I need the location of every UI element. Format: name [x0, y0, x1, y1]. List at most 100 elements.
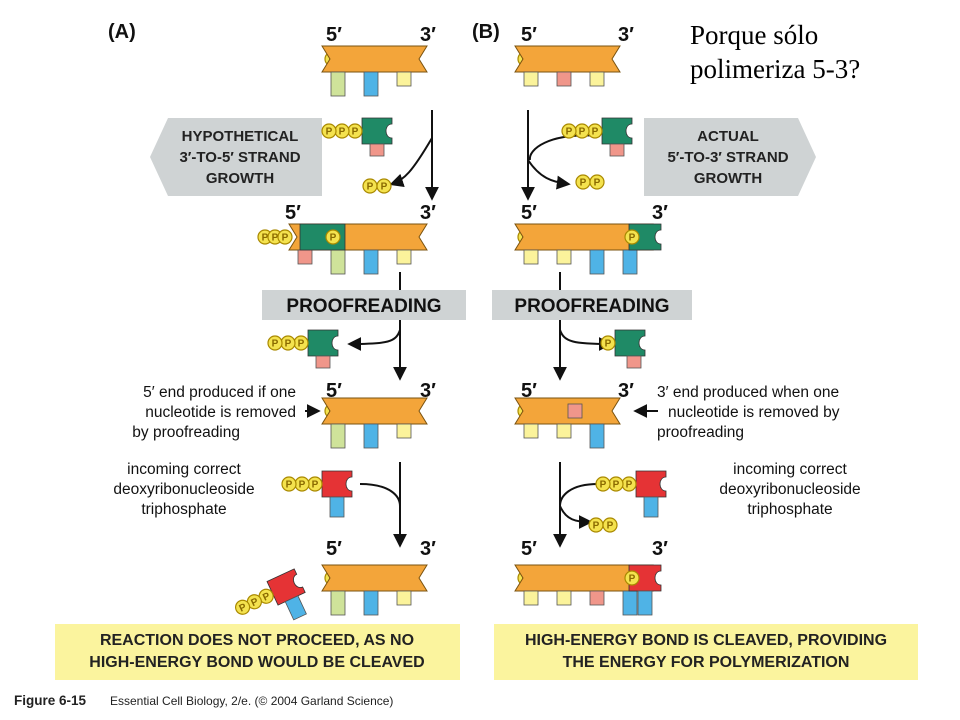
- strand-base: [589, 590, 605, 606]
- strand-base: [330, 71, 346, 97]
- slide-title: Porque sólo polimeriza 5-3?: [690, 18, 940, 86]
- end3-label: 3′: [618, 380, 634, 402]
- phosphate-icon: P: [589, 174, 605, 190]
- banner-b: ACTUAL 5′-TO-3′ STRAND GROWTH: [644, 118, 816, 196]
- phosphate-label: P: [626, 480, 633, 491]
- end-labels: 5′ 3′ 5′ 3′ 5′ 3′ 5′ 3′ 5′ 3′ 5′ 3′ 5′ 3…: [285, 24, 668, 560]
- end5-label: 5′: [521, 380, 537, 402]
- phosphate-circle: [235, 599, 251, 615]
- end3-label: 3′: [420, 24, 436, 46]
- phosphate-icon: P: [307, 476, 323, 492]
- phosphate-icon: P: [321, 123, 337, 139]
- phosphate-label: P: [607, 521, 614, 532]
- phosphate-icon: P: [376, 178, 392, 194]
- end5-label: 5′: [326, 538, 342, 560]
- result-box-b: HIGH-ENERGY BOND IS CLEAVED, PROVIDING T…: [494, 624, 918, 680]
- phosphate-icon: P: [277, 229, 293, 245]
- strand-base: [330, 249, 346, 275]
- result-box-a: REACTION DOES NOT PROCEED, AS NO HIGH-EN…: [55, 624, 460, 680]
- slide-title-line2: polimeriza 5-3?: [690, 54, 861, 84]
- end3-label: 3′: [652, 202, 668, 224]
- proofreading-label-a: PROOFREADING: [286, 296, 441, 317]
- strand-base: [556, 423, 572, 439]
- end5-label: 5′: [521, 202, 537, 224]
- nucleotide-sugar: [601, 117, 633, 145]
- nucleotide-sugar: [614, 329, 646, 357]
- molecules-layer: PPPPPPPPPPPPPPPPPPPPPPPPPPPPPPPPPPPPPPPP…: [235, 45, 667, 621]
- strand-base: [330, 423, 346, 449]
- phosphate-label: P: [299, 480, 306, 491]
- strand-base: [589, 423, 605, 449]
- banner-a-line1: HYPOTHETICAL: [182, 128, 299, 145]
- strand-base: [396, 249, 412, 265]
- phosphate-label: P: [352, 127, 359, 138]
- phosphate-label: P: [367, 182, 374, 193]
- incoming-nucleotide-b1: PPP: [561, 117, 633, 157]
- phosphate-circle: [602, 517, 618, 533]
- phosphate-label: P: [613, 480, 620, 491]
- nucleotide-base: [369, 143, 385, 157]
- strand-base: [523, 71, 539, 87]
- strand-base: [622, 249, 638, 275]
- nucleotide-base: [329, 496, 345, 518]
- empty-site-b3: [567, 403, 583, 419]
- incoming-nucleotide-a1: PPP: [321, 117, 393, 157]
- banner-a-line2: 3′-TO-5′ STRAND: [179, 149, 300, 166]
- strand-base: [622, 590, 638, 616]
- phosphate-icon: P: [362, 178, 378, 194]
- figure-caption: Essential Cell Biology, 2/e. (© 2004 Gar…: [110, 694, 393, 708]
- proofreading-label-b: PROOFREADING: [514, 296, 669, 317]
- result-a-line1: REACTION DOES NOT PROCEED, AS NO: [100, 632, 414, 649]
- phosphate-icon: P: [235, 599, 251, 615]
- strand-base: [589, 249, 605, 275]
- strand-base: [363, 249, 379, 275]
- strand-backbone: [321, 397, 428, 425]
- removed-nucleotide-a: PPP: [267, 329, 339, 369]
- phosphate-label: P: [592, 127, 599, 138]
- phosphate-icon: P: [588, 517, 604, 533]
- phosphate-icon: P: [575, 174, 591, 190]
- incoming-nucleotide-a2: PPP: [281, 470, 353, 518]
- phosphate-icon: P: [280, 335, 296, 351]
- strand-base: [396, 71, 412, 87]
- banner-b-line3: GROWTH: [694, 170, 762, 187]
- strand-backbone: [321, 45, 428, 73]
- phosphate-icon: P: [595, 476, 611, 492]
- phosphate-circle: [267, 335, 283, 351]
- phosphate-icon: P: [602, 517, 618, 533]
- strand-base: [589, 71, 605, 87]
- phosphate-icon: P: [587, 123, 603, 139]
- note-a-incoming-line1: incoming correct: [127, 461, 241, 478]
- nucleotide-sugar: [361, 117, 393, 145]
- note-a-removed-line3: by proofreading: [132, 424, 240, 441]
- phosphate-circle: [281, 476, 297, 492]
- phosphate-label: P: [326, 127, 333, 138]
- strand-backbone: [514, 397, 621, 425]
- strand-base: [523, 249, 539, 265]
- strand-base: [523, 590, 539, 606]
- phosphate-label: P: [381, 182, 388, 193]
- added-nucleotide-b4: [628, 564, 662, 592]
- nucleotide-sugar: [307, 329, 339, 357]
- banner-a: HYPOTHETICAL 3′-TO-5′ STRAND GROWTH: [150, 118, 322, 196]
- phosphate-label: P: [566, 127, 573, 138]
- note-a-incoming-line2: deoxyribonucleoside: [113, 481, 254, 498]
- phosphate-label: P: [272, 233, 279, 244]
- phosphate-label: P: [600, 480, 607, 491]
- note-b-removed-line1: 3′ end produced when one: [657, 384, 839, 401]
- phosphate-label: P: [579, 127, 586, 138]
- phosphate-circle: [600, 335, 616, 351]
- strand-base: [363, 71, 379, 97]
- phosphate-label: P: [629, 233, 636, 244]
- nucleotide-sugar: [635, 470, 667, 498]
- strand-backbone: [321, 564, 428, 592]
- nucleotide-sugar: [321, 470, 353, 498]
- strand-base: [556, 590, 572, 606]
- end5-label: 5′: [521, 24, 537, 46]
- note-b-incoming-line3: triphosphate: [747, 501, 832, 518]
- result-a-line2: HIGH-ENERGY BOND WOULD BE CLEAVED: [89, 654, 424, 671]
- phosphate-icon: P: [267, 335, 283, 351]
- phosphate-label: P: [330, 233, 337, 244]
- phosphate-label: P: [594, 178, 601, 189]
